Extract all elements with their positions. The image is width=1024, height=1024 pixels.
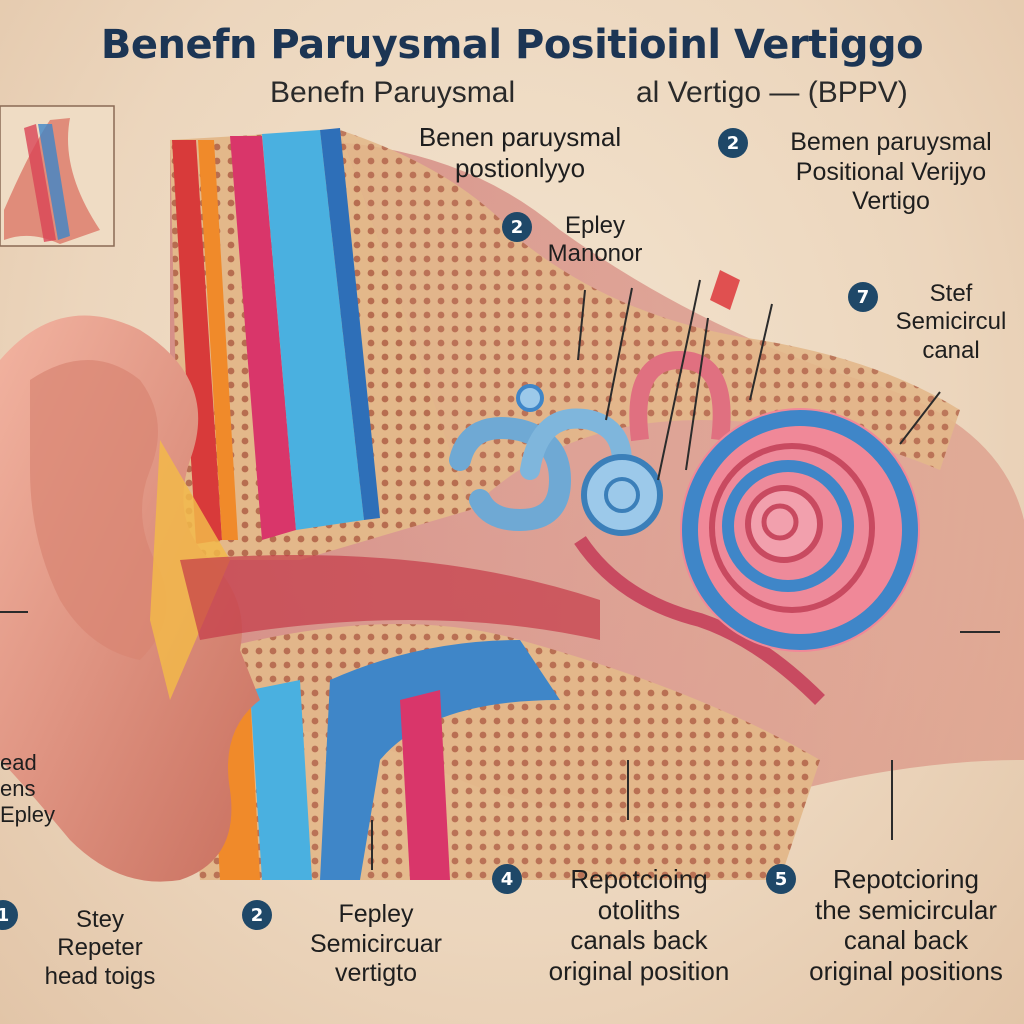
leader-lines <box>0 279 1000 870</box>
label-top-center: Benen paruysmal postionlyyo <box>400 122 640 183</box>
label-line: Repotcioing <box>570 864 708 894</box>
label-line: canal back <box>843 925 969 956</box>
subtitle-left: Benefn Paruysmal <box>270 76 516 109</box>
label-line: canal <box>922 336 980 364</box>
label-left-edge: ead ens Epley <box>0 750 80 828</box>
step-badge-bottom-1: 1 <box>0 900 18 930</box>
label-line: Repeter <box>57 934 143 962</box>
label-line: Stey <box>75 906 125 933</box>
step-badge-bottom-2: 2 <box>242 900 272 930</box>
label-epley: Epley Manonor <box>530 212 660 269</box>
label-line: Vertigo <box>852 187 930 215</box>
label-line: Manonor <box>547 240 643 268</box>
subtitle-right: al Vertigo — (BPPV) <box>636 76 908 109</box>
label-bottom-1: Stey Repeter head toigs <box>20 906 180 991</box>
inner-ear <box>449 270 825 705</box>
label-line: postionlyyo <box>454 152 586 183</box>
label-line: otoliths <box>597 894 681 925</box>
label-bottom-4: Repotcioing otoliths canals back origina… <box>514 864 764 987</box>
step-badge-bottom-5: 5 <box>766 864 796 894</box>
step-badge-top-right: 2 <box>718 128 748 158</box>
label-line: head toigs <box>44 962 156 990</box>
step-badge-bottom-4: 4 <box>492 864 522 894</box>
diagram-title: Benefn Paruysmal Positioinl Vertiggo <box>100 22 924 68</box>
label-line: Semicircul <box>895 308 1007 336</box>
label-line: original positions <box>809 956 1003 987</box>
label-line: ens <box>0 775 36 801</box>
canal-bands-upper <box>172 128 380 544</box>
cochlea <box>680 408 920 652</box>
label-line: canals back <box>570 925 708 956</box>
label-top-right: Bemen paruysmal Positional Verijyo Verti… <box>760 128 1022 217</box>
label-line: Repotcioring <box>833 864 979 894</box>
label-bottom-5: Repotcioring the semicircular canal back… <box>790 864 1022 987</box>
step-badge-epley: 2 <box>502 212 532 242</box>
label-line: vertigto <box>335 959 417 987</box>
label-line: Positional Verijyo <box>795 157 987 186</box>
label-line: ead <box>0 750 37 775</box>
step-badge-right-mid: 7 <box>848 282 878 312</box>
label-line: Benen paruysmal <box>418 122 622 152</box>
label-line: the semicircular <box>814 894 998 925</box>
outer-ear <box>0 315 600 882</box>
label-line: Epley <box>0 801 56 827</box>
label-line: Fepley <box>338 900 414 928</box>
label-line: Bemen paruysmal <box>790 128 992 156</box>
canal-bands-lower <box>210 640 560 880</box>
label-line: Stef <box>929 280 973 307</box>
label-bottom-2: Fepley Semicircuar vertigto <box>286 900 466 989</box>
label-line: original position <box>548 956 730 987</box>
label-line: Epley <box>564 212 626 239</box>
label-line: Semicircuar <box>310 929 442 958</box>
label-right-mid: Stef Semicircul canal <box>880 280 1022 365</box>
inset-thumbnail <box>0 105 115 247</box>
